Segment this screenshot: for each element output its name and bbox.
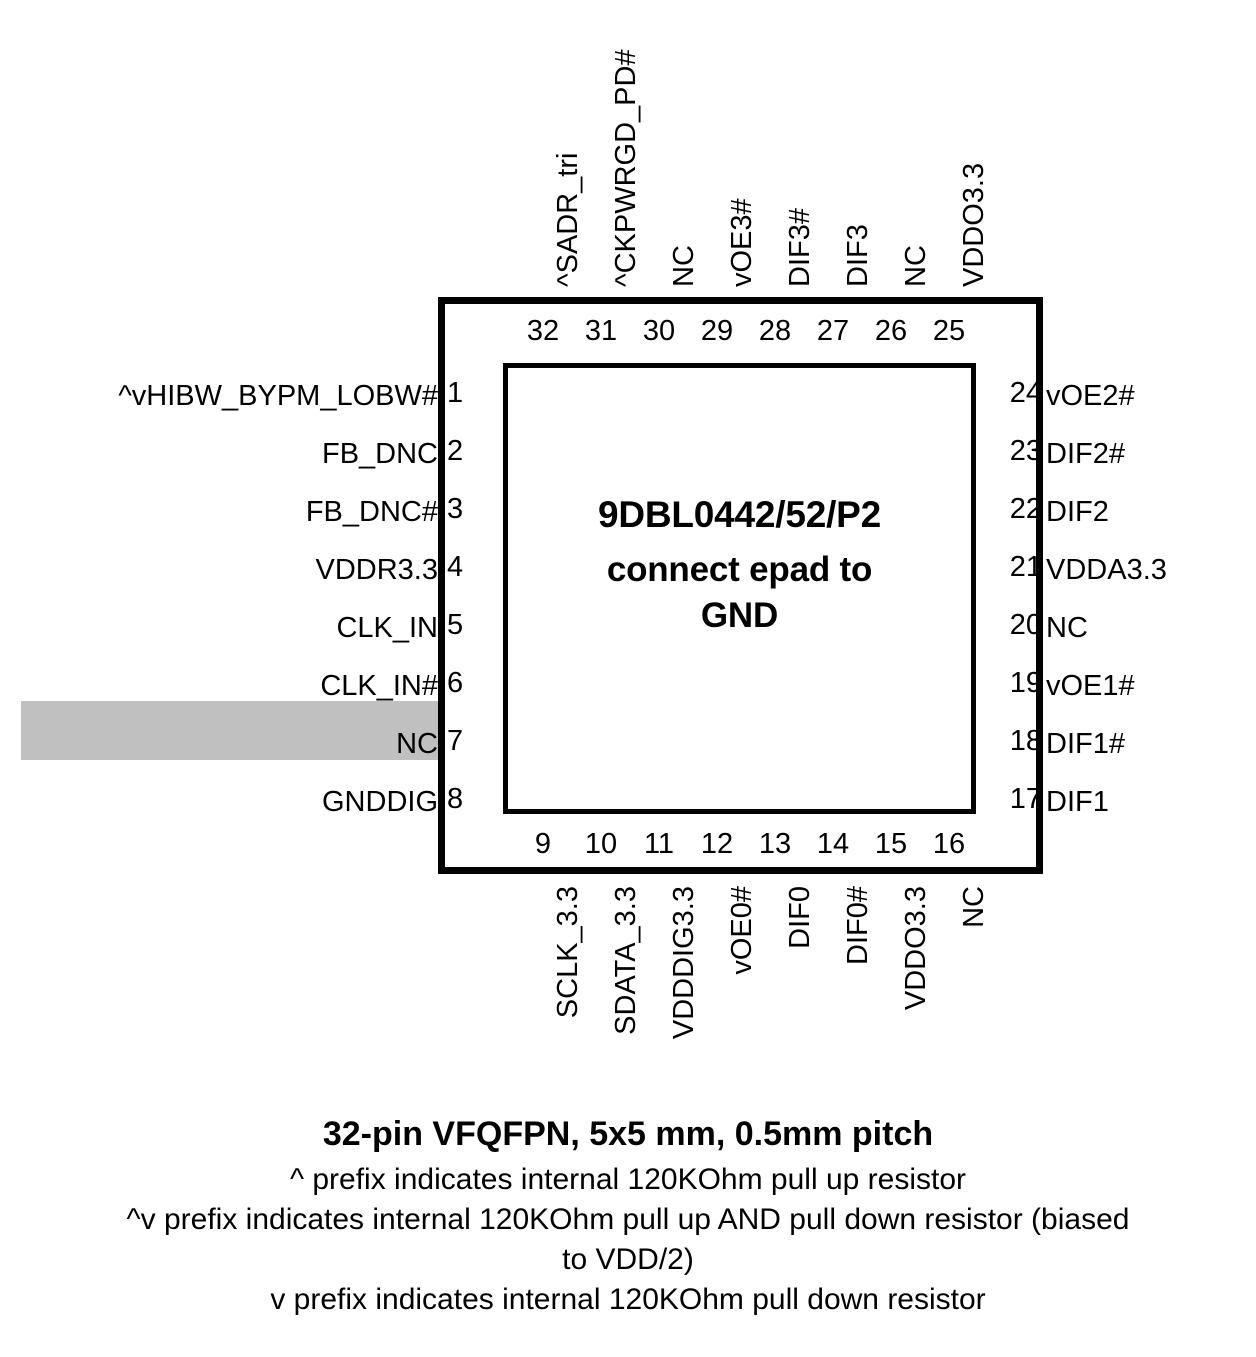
pin-number-11: 11 <box>643 828 675 860</box>
pin-number-15: 15 <box>874 828 908 860</box>
pin-number-25: 25 <box>932 315 966 347</box>
pin-label-2: FB_DNC <box>321 438 438 470</box>
epad-outline <box>503 363 976 814</box>
pin-number-8: 8 <box>447 783 464 815</box>
pin-number-16: 16 <box>932 828 966 860</box>
pin-number-30: 30 <box>642 315 676 347</box>
pin-label-17: DIF1 <box>1046 786 1109 818</box>
pin-label-16: NC <box>958 886 990 928</box>
caption-block: 32-pin VFQFPN, 5x5 mm, 0.5mm pitch ^ pre… <box>0 1112 1256 1320</box>
caption-title: 32-pin VFQFPN, 5x5 mm, 0.5mm pitch <box>322 1115 934 1153</box>
pin-label-11: VDDDIG3.3 <box>668 886 700 1040</box>
pin-label-1: ^vHIBW_BYPM_LOBW# <box>118 380 438 412</box>
pin-label-8: GNDDIG <box>322 786 438 818</box>
pin-number-10: 10 <box>584 828 618 860</box>
caption-note-caret-v-cont: to VDD/2) <box>562 1242 694 1276</box>
pin-number-9: 9 <box>534 828 552 860</box>
pin-number-2: 2 <box>447 435 464 467</box>
pin-label-13: DIF0 <box>784 886 816 949</box>
caption-note-caret-v: ^v prefix indicates internal 120KOhm pul… <box>126 1203 1130 1237</box>
pin-number-22: 22 <box>1009 493 1042 525</box>
pin-label-14: DIF0# <box>842 886 874 965</box>
pin-number-13: 13 <box>758 828 792 860</box>
pin-number-23: 23 <box>1009 435 1042 467</box>
pin-label-28: DIF3# <box>784 208 816 287</box>
pin-number-4: 4 <box>447 551 464 583</box>
pin-label-20: NC <box>1046 612 1088 644</box>
pin-label-12: vOE0# <box>726 886 758 975</box>
pin-label-6: CLK_IN# <box>320 670 438 702</box>
pin-number-28: 28 <box>758 315 792 347</box>
pin-label-3: FB_DNC# <box>305 496 438 528</box>
pin-label-27: DIF3 <box>842 224 874 287</box>
pin-label-22: DIF2 <box>1046 496 1109 528</box>
package-outline <box>438 297 1043 874</box>
pin-label-5: CLK_IN <box>336 612 438 644</box>
pin-label-25: VDDO3.3 <box>958 162 990 287</box>
pin-number-24: 24 <box>1009 377 1042 409</box>
pin-label-9: SCLK_3.3 <box>552 886 584 1019</box>
pin-number-14: 14 <box>816 828 850 860</box>
pin-label-24: vOE2# <box>1046 380 1135 412</box>
pin-number-17: 17 <box>1009 783 1042 815</box>
pin-label-32: ^SADR_tri <box>552 152 584 287</box>
pin-number-32: 32 <box>526 315 560 347</box>
pin-number-7: 7 <box>447 725 464 757</box>
pin-number-20: 20 <box>1009 609 1042 641</box>
caption-note-v: v prefix indicates internal 120KOhm pull… <box>270 1282 986 1316</box>
caption-note-caret: ^ prefix indicates internal 120KOhm pull… <box>289 1163 967 1197</box>
pin-number-3: 3 <box>447 493 464 525</box>
pin-number-31: 31 <box>584 315 618 347</box>
pin-label-23: DIF2# <box>1046 438 1125 470</box>
pin-number-5: 5 <box>447 609 464 641</box>
pin-label-31: ^CKPWRGD_PD# <box>610 49 642 287</box>
pin-number-12: 12 <box>700 828 734 860</box>
pin-7-highlight-band <box>21 701 439 760</box>
pin-label-4: VDDR3.3 <box>315 554 439 586</box>
pin-number-6: 6 <box>447 667 464 699</box>
pin-number-21: 21 <box>1009 551 1042 583</box>
pin-label-19: vOE1# <box>1046 670 1135 702</box>
pin-number-18: 18 <box>1009 725 1042 757</box>
pin-number-29: 29 <box>700 315 734 347</box>
pin-number-26: 26 <box>874 315 908 347</box>
pin-label-30: NC <box>668 245 700 287</box>
pin-number-19: 19 <box>1009 667 1042 699</box>
pin-label-7: NC <box>396 728 438 760</box>
pin-label-29: vOE3# <box>726 198 758 287</box>
pin-label-21: VDDA3.3 <box>1046 554 1167 586</box>
pin-label-15: VDDO3.3 <box>900 886 932 1011</box>
pin-label-26: NC <box>900 245 932 287</box>
pin-number-1: 1 <box>447 377 464 409</box>
pin-number-27: 27 <box>816 315 850 347</box>
pin-label-10: SDATA_3.3 <box>610 886 642 1035</box>
pin-label-18: DIF1# <box>1046 728 1125 760</box>
